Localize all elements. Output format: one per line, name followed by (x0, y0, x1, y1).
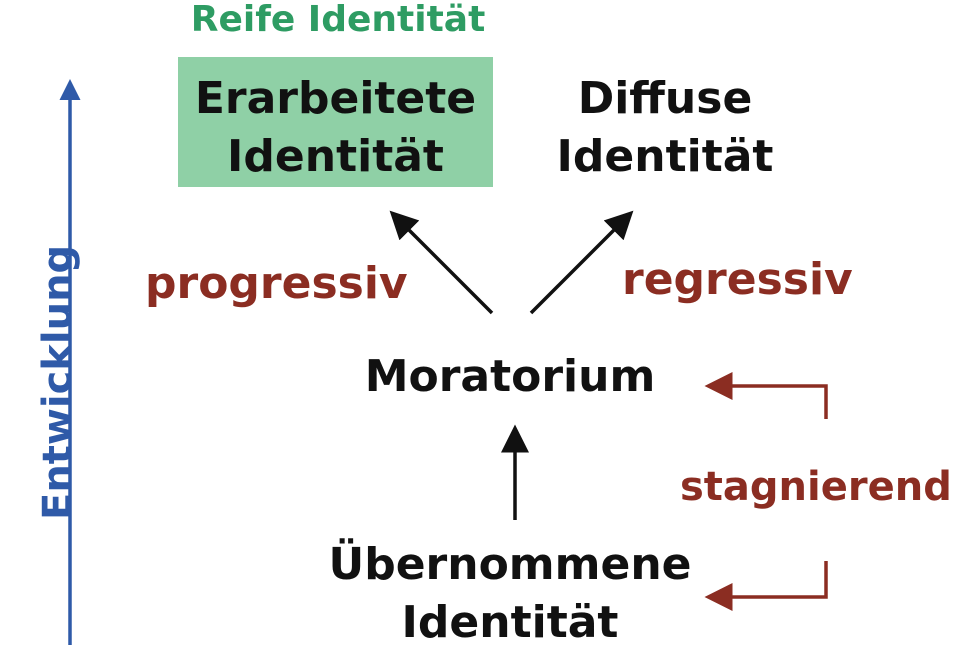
diffuse-identity-line2: Identität (556, 131, 774, 182)
achieved-identity-box (178, 57, 493, 187)
regressive-label: regressiv (622, 254, 853, 305)
regressive-arrow (529, 210, 634, 315)
diffuse-identity-line1: Diffuse (577, 73, 753, 124)
stagnating-label: stagnierend (680, 464, 952, 510)
axis-label-entwicklung: Entwicklung (35, 244, 81, 520)
foreclosed-identity-line1: Übernommene (328, 539, 692, 590)
stagnating-loop-top-arrow (704, 372, 828, 419)
foreclosed-identity-label: Übernommene Identität (300, 536, 720, 652)
diffuse-identity-label: Diffuse Identität (530, 70, 800, 186)
mature-identity-caption: Reife Identität (190, 0, 486, 40)
achieved-identity-line1: Erarbeitete (194, 73, 477, 124)
progressive-label: progressiv (145, 258, 408, 309)
foreclosed-identity-line2: Identität (401, 597, 619, 648)
moratorium-label: Moratorium (364, 351, 656, 402)
achieved-identity-line2: Identität (227, 131, 444, 182)
stagnating-loop-bottom-arrow (704, 561, 828, 611)
progressive-arrow (389, 210, 494, 315)
achieved-identity-label: Erarbeitete Identität (178, 70, 493, 186)
